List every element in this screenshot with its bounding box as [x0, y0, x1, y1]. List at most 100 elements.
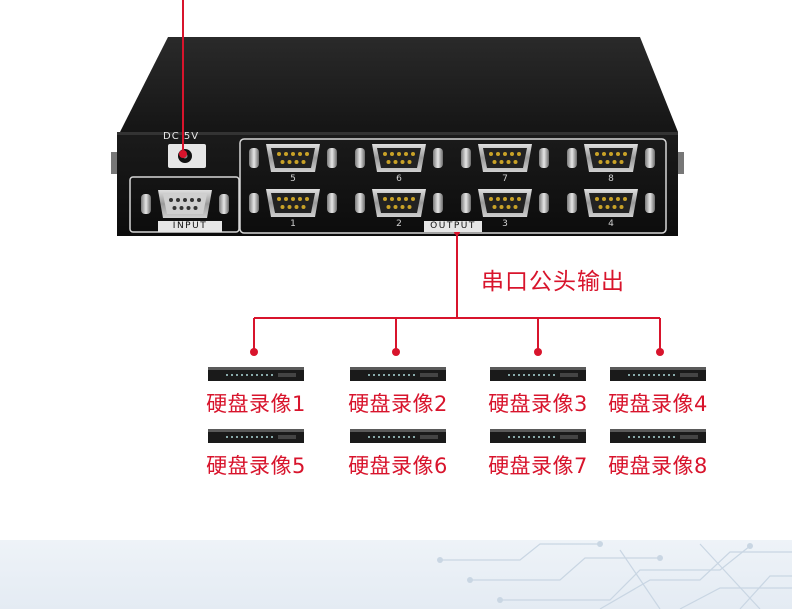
connector-pin	[609, 197, 613, 201]
recorder-led-icon	[543, 436, 545, 438]
recorder-slot	[560, 373, 578, 377]
side-foot-left	[111, 152, 117, 174]
connector-pin	[510, 197, 514, 201]
connector-pin	[489, 152, 493, 156]
serial-output-label: 串口公头输出	[481, 269, 625, 295]
recorder-device-4	[610, 367, 706, 381]
recorder-led-icon	[251, 374, 253, 376]
output-port-8	[567, 144, 655, 172]
recorder-led-icon	[663, 436, 665, 438]
connector-insert	[483, 193, 527, 213]
input-port	[141, 190, 229, 218]
branch-end-dot-2	[392, 348, 400, 356]
recorder-led-icon	[533, 436, 535, 438]
connector-pin	[517, 152, 521, 156]
connector-pin	[390, 197, 394, 201]
recorder-led-icon	[673, 374, 675, 376]
connector-pin	[393, 160, 398, 164]
recorder-led-icon	[413, 436, 415, 438]
screw-icon	[433, 148, 443, 168]
port-number-8: 8	[608, 174, 614, 184]
connector-pin	[605, 205, 610, 209]
recorder-led-icon	[648, 374, 650, 376]
connector-pin	[287, 205, 292, 209]
output-port-7	[461, 144, 549, 172]
recorder-led-icon	[643, 436, 645, 438]
power-label: DC 5V	[163, 131, 200, 142]
recorder-led-icon	[633, 374, 635, 376]
recorder-led-icon	[368, 436, 370, 438]
recorder-led-icon	[383, 436, 385, 438]
connector-pin	[513, 205, 518, 209]
recorder-led-icon	[548, 436, 550, 438]
connector-insert	[271, 148, 315, 168]
recorder-led-icon	[553, 374, 555, 376]
screw-icon	[249, 193, 259, 213]
branch-end-dot-4	[656, 348, 664, 356]
recorder-device-7	[490, 429, 586, 443]
recorder-led-icon	[231, 436, 233, 438]
connector-pin	[616, 152, 620, 156]
recorder-device-8	[610, 429, 706, 443]
connector-pin	[411, 197, 415, 201]
recorder-top-edge	[208, 367, 304, 370]
recorder-led-icon	[383, 374, 385, 376]
recorder-led-icon	[226, 436, 228, 438]
recorder-led-icon	[261, 436, 263, 438]
recorder-led-icon	[638, 436, 640, 438]
recorder-led-icon	[231, 374, 233, 376]
recorder-top-edge	[490, 367, 586, 370]
recorder-device-6	[350, 429, 446, 443]
screw-icon	[645, 193, 655, 213]
recorder-led-icon	[658, 374, 660, 376]
connector-pin	[595, 197, 599, 201]
recorder-led-icon	[403, 436, 405, 438]
recorder-led-icon	[246, 374, 248, 376]
connector-pin	[179, 206, 184, 210]
screw-icon	[355, 193, 365, 213]
output-label: OUTPUT	[424, 221, 482, 232]
recorder-label-6: 硬盘录像6	[348, 454, 448, 478]
connector-pin	[393, 205, 398, 209]
recorder-led-icon	[663, 374, 665, 376]
recorder-led-icon	[673, 436, 675, 438]
screw-icon	[539, 148, 549, 168]
device-top-surface	[120, 37, 678, 132]
output-port-2	[355, 189, 443, 217]
recorder-led-icon	[653, 374, 655, 376]
recorder-led-icon	[388, 436, 390, 438]
side-foot-right	[678, 152, 684, 174]
recorder-led-icon	[533, 374, 535, 376]
connector-pin	[503, 197, 507, 201]
connector-pin	[386, 160, 391, 164]
connector-pin	[623, 197, 627, 201]
connector-pin	[383, 197, 387, 201]
connector-pin	[284, 152, 288, 156]
connector-pin	[298, 152, 302, 156]
connector-pin	[284, 197, 288, 201]
recorder-label-7: 硬盘录像7	[488, 454, 588, 478]
recorder-led-icon	[638, 374, 640, 376]
screw-icon	[461, 193, 471, 213]
connector-pin	[499, 160, 504, 164]
output-port-4	[567, 189, 655, 217]
output-port-6	[355, 144, 443, 172]
recorder-led-icon	[543, 374, 545, 376]
recorder-led-icon	[518, 374, 520, 376]
connector-pin	[411, 152, 415, 156]
recorder-led-icon	[256, 374, 258, 376]
branch-end-dot-3	[534, 348, 542, 356]
connector-insert	[589, 193, 633, 213]
recorder-label-2: 硬盘录像2	[348, 392, 448, 416]
connector-pin	[301, 160, 306, 164]
connector-pin	[397, 197, 401, 201]
port-number-7: 7	[502, 174, 508, 184]
port-number-4: 4	[608, 219, 614, 229]
recorder-led-icon	[653, 436, 655, 438]
recorder-led-icon	[513, 436, 515, 438]
recorder-led-icon	[528, 374, 530, 376]
recorder-top-edge	[350, 367, 446, 370]
connector-pin	[400, 205, 405, 209]
recorder-led-icon	[408, 436, 410, 438]
